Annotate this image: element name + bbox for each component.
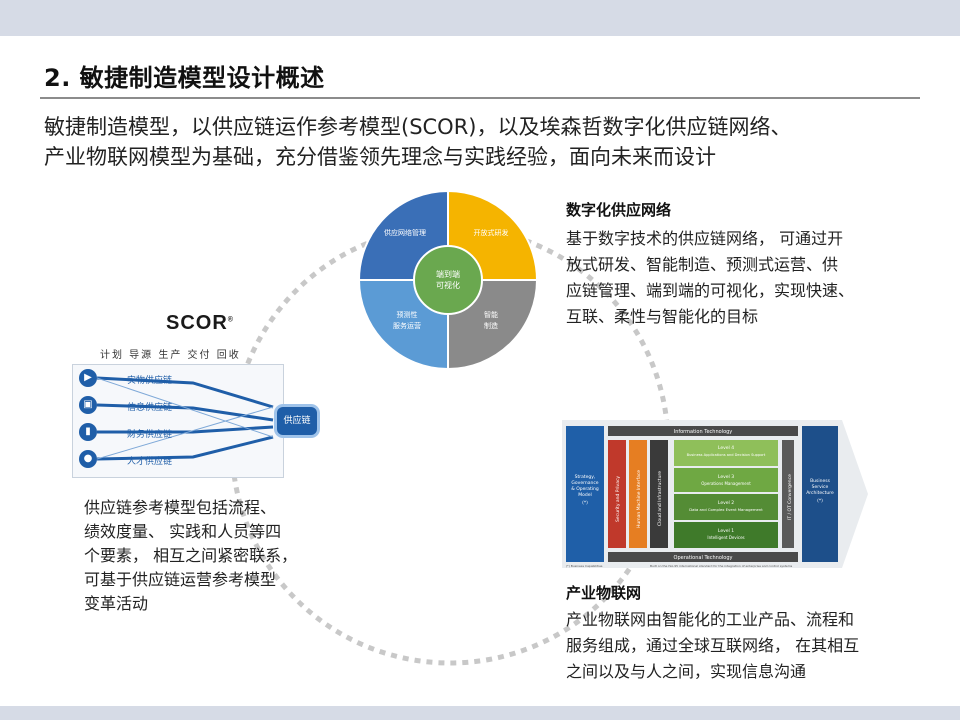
supply-chain-hub: 供应链: [277, 407, 317, 435]
iiot-level-1: [674, 522, 778, 548]
pie-segment-label: 供应网络管理: [384, 228, 426, 237]
iiot-business-box: [802, 426, 838, 562]
svg-text:Business: Business: [810, 478, 830, 484]
iiot-level-4: [674, 440, 778, 466]
iiot-level-2: [674, 494, 778, 520]
iot-line: 服务组成，通过全球互联网络， 在其相互: [566, 636, 860, 655]
svg-text:Data and Complex Event Managem: Data and Complex Event Management: [689, 507, 763, 512]
iiot-architecture-diagram: Strategy, Governance & Operating Model (…: [562, 420, 868, 568]
scor-row-label: 信息供应链: [127, 403, 173, 413]
svg-text:Level 2: Level 2: [718, 500, 734, 506]
svg-text:Strategy,: Strategy,: [575, 474, 596, 480]
svg-text:& Operating: & Operating: [571, 486, 599, 492]
pie-segment-label: 制造: [484, 321, 498, 330]
truck-icon: ▶: [79, 369, 97, 387]
pie-center-label: 端到端: [436, 269, 460, 279]
iiot-cloud-column: [650, 440, 668, 548]
svg-text:Built on the ISA-95 internatio: Built on the ISA-95 international standa…: [650, 564, 793, 568]
scor-diagram: SCOR® 计划 导源 生产 交付 回收 ▶ ▣ ▮ ● 实物供应链 信息供应链…: [72, 300, 324, 478]
scor-desc-line: 绩效度量、 实践和人员等四: [84, 522, 282, 541]
scor-panel: ▶ ▣ ▮ ● 实物供应链 信息供应链 财务供应链 人才供应链: [72, 364, 284, 478]
digital-network-text: 基于数字技术的供应链网络， 可通过开 放式研发、智能制造、预测式运营、供 应链管…: [566, 226, 906, 330]
scor-description: 供应链参考模型包括流程、 绩效度量、 实践和人员等四 个要素， 相互之间紧密联系…: [84, 496, 324, 616]
pie-center-label: 可视化: [436, 280, 460, 290]
scor-desc-line: 变革活动: [84, 594, 149, 613]
page-title: 2. 敏捷制造模型设计概述: [44, 64, 325, 92]
svg-text:IT / OT Convergence: IT / OT Convergence: [787, 474, 793, 520]
people-icon: ●: [79, 450, 97, 468]
scor-row-label: 人才供应链: [127, 457, 173, 467]
pie-segment-label: 预测性: [397, 310, 418, 319]
pie-segment-label: 智能: [484, 310, 498, 319]
iiot-security-column: [608, 440, 626, 548]
svg-text:Business Applications and Deci: Business Applications and Decision Suppo…: [687, 453, 766, 457]
scor-process-tabs: 计划 导源 生产 交付 回收: [100, 350, 241, 361]
iot-line: 产业物联网由智能化的工业产品、流程和: [566, 610, 855, 629]
svg-text:Human Machine Interface: Human Machine Interface: [636, 470, 642, 528]
svg-text:Operational Technology: Operational Technology: [674, 555, 733, 561]
digital-network-line: 基于数字技术的供应链网络， 可通过开: [566, 229, 844, 248]
digital-network-heading: 数字化供应网络: [566, 201, 672, 219]
title-divider: [40, 97, 920, 99]
svg-text:Level 4: Level 4: [718, 445, 734, 451]
intro-line: 产业物联网模型为基础，充分借鉴领先理念与实践经验，面向未来而设计: [44, 145, 716, 169]
svg-text:Level 3: Level 3: [718, 474, 734, 480]
scor-flow-lines: [96, 376, 274, 461]
intro-line: 敏捷制造模型，以供应链运作参考模型(SCOR)，以及埃森哲数字化供应链网络、: [44, 115, 792, 139]
svg-text:Architecture: Architecture: [806, 490, 834, 496]
pie-center: [413, 245, 483, 315]
intro-text: 敏捷制造模型，以供应链运作参考模型(SCOR)，以及埃森哲数字化供应链网络、 产…: [44, 112, 904, 172]
digital-network-line: 放式研发、智能制造、预测式运营、供: [566, 255, 839, 274]
iot-line: 之间以及与人之间，实现信息沟通: [566, 662, 807, 681]
scor-desc-line: 个要素， 相互之间紧密联系，: [84, 546, 298, 565]
iot-heading: 产业物联网: [566, 584, 642, 602]
svg-text:Security and Privacy: Security and Privacy: [615, 476, 621, 522]
svg-text:(*): (*): [817, 498, 823, 504]
iot-text: 产业物联网由智能化的工业产品、流程和 服务组成，通过全球互联网络， 在其相互 之…: [566, 607, 936, 685]
scor-desc-line: 可基于供应链运营参考模型: [84, 570, 277, 589]
pie-segment-label: 开放式研发: [474, 228, 509, 237]
monitor-icon: ▣: [79, 396, 97, 414]
iiot-strategy-box: [566, 426, 604, 562]
iiot-it-bar: [608, 426, 798, 436]
svg-text:Level 1: Level 1: [718, 528, 734, 534]
svg-text:Model: Model: [578, 492, 592, 498]
iiot-hmi-column: [629, 440, 647, 548]
svg-text:(*) Business Capabilities: (*) Business Capabilities: [566, 564, 603, 568]
scor-logo: SCOR®: [166, 312, 234, 334]
scor-row-label: 财务供应链: [127, 430, 173, 440]
svg-text:Service: Service: [812, 484, 829, 490]
svg-text:(*): (*): [582, 500, 588, 506]
pie-segment-label: 服务运营: [393, 321, 421, 330]
top-band: [0, 0, 960, 36]
bottom-band: [0, 706, 960, 720]
svg-text:Governance: Governance: [571, 480, 598, 486]
scor-desc-line: 供应链参考模型包括流程、: [84, 498, 277, 517]
iiot-ot-bar: [608, 552, 798, 562]
iiot-convergence-column: [782, 440, 794, 548]
digital-network-pie: 端到端 可视化 供应网络管理 开放式研发 智能 制造 预测性 服务运营: [357, 189, 539, 371]
digital-network-line: 互联、柔性与智能化的目标: [566, 307, 759, 326]
scor-row-label: 实物供应链: [127, 376, 173, 386]
svg-text:Operations Management: Operations Management: [701, 481, 751, 486]
svg-text:Cloud and Infrastructure: Cloud and Infrastructure: [657, 471, 663, 526]
svg-text:Information Technology: Information Technology: [674, 429, 733, 435]
digital-network-line: 应链管理、端到端的可视化，实现快速、: [566, 281, 855, 300]
iiot-level-3: [674, 468, 778, 492]
bar-chart-icon: ▮: [79, 423, 97, 441]
svg-text:Intelligent Devices: Intelligent Devices: [707, 535, 744, 540]
